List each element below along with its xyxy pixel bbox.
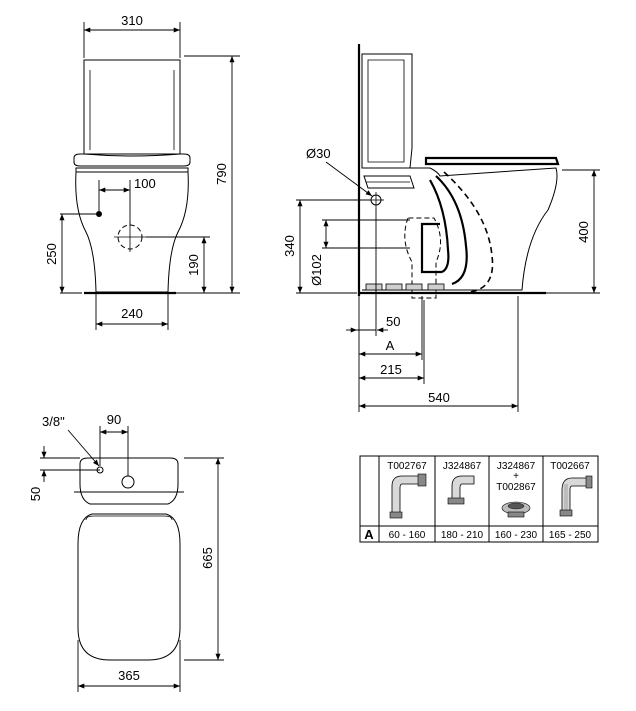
dim-width: 365 [118, 668, 140, 683]
connector-table: A T002767 J324867 J324867 + T002867 T002… [359, 455, 599, 543]
dim-inlet-offset: 100 [134, 176, 156, 191]
waste-pipe-dashed [404, 217, 441, 299]
table-code-3plus: + [513, 471, 519, 482]
side-pan [362, 167, 558, 291]
side-cistern [361, 53, 413, 169]
dim-hole-size: 3/8" [42, 414, 65, 429]
dim-waste-height: 190 [186, 254, 201, 276]
dim-wall-offset: 50 [386, 314, 400, 329]
tap-hole-large [121, 475, 135, 489]
dim-inlet-height: 250 [44, 243, 59, 265]
table-code-3a: J324867 [497, 461, 536, 472]
top-view: 3/8" 90 50 665 365 [28, 412, 224, 692]
connector-picture-2 [447, 475, 475, 505]
side-view: Ø30 340 Ø102 400 50 A 215 [282, 44, 600, 412]
dim-outlet-height: 340 [282, 235, 297, 257]
dim-hole-spacing: 90 [107, 412, 121, 427]
table-code-4: T002667 [550, 461, 590, 472]
table-range-1: 60 - 160 [389, 530, 426, 541]
table-code-3b: T002867 [496, 482, 536, 493]
table-code-2: J324867 [443, 461, 482, 472]
dim-outlet-centre: 215 [380, 362, 402, 377]
dim-cistern-width: 310 [121, 13, 143, 28]
dim-inlet-diameter: Ø30 [306, 146, 331, 161]
top-seat [77, 513, 181, 661]
front-seat [73, 153, 191, 167]
dim-length: 665 [200, 547, 215, 569]
dim-a-label: A [386, 338, 395, 353]
trapway [435, 175, 468, 286]
connector-picture-3 [501, 501, 531, 518]
dim-seat-height: 400 [576, 221, 591, 243]
front-view: 310 790 100 250 190 240 [44, 13, 240, 330]
table-code-1: T002767 [387, 461, 427, 472]
dim-outlet-diameter: Ø102 [309, 254, 324, 286]
dim-hole-depth: 50 [28, 487, 43, 501]
front-pan [75, 171, 189, 293]
dim-total-height: 790 [214, 163, 229, 185]
table-range-3: 160 - 230 [495, 530, 538, 541]
connector-picture-1 [389, 473, 427, 519]
table-row-label: A [364, 527, 374, 542]
table-range-4: 165 - 250 [549, 530, 592, 541]
top-cistern [79, 457, 179, 505]
front-cistern [83, 59, 181, 157]
dim-projection: 540 [428, 390, 450, 405]
table-range-2: 180 - 210 [441, 530, 484, 541]
dim-base-width: 240 [121, 306, 143, 321]
connector-picture-4 [559, 475, 593, 517]
side-seat [424, 156, 560, 166]
